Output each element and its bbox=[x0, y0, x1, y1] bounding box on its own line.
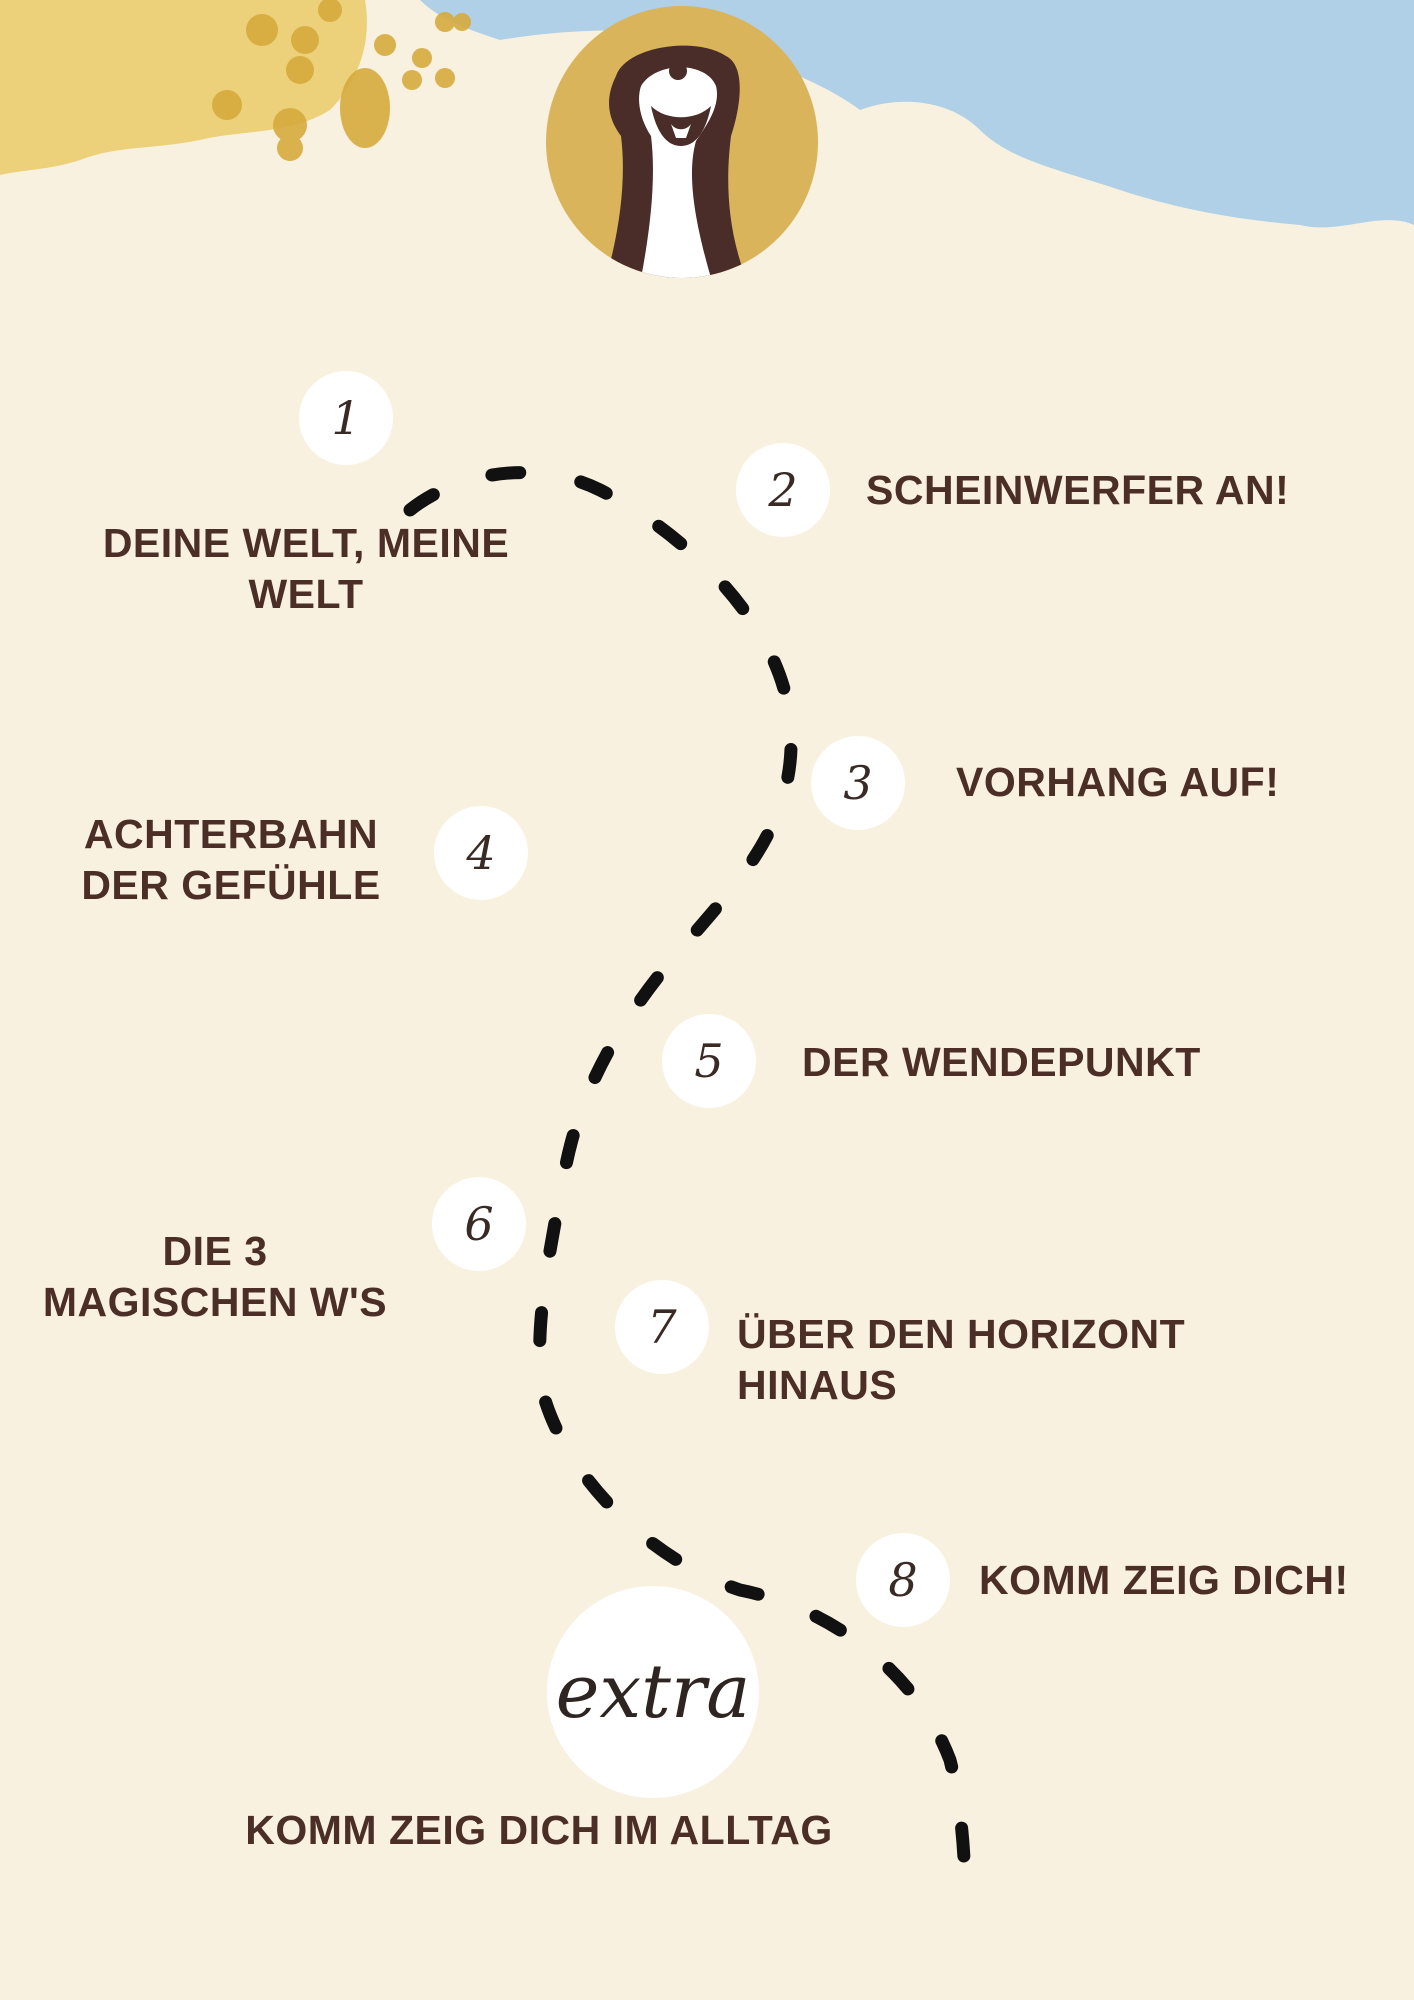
meerkat-logo-icon bbox=[606, 45, 746, 278]
extra-badge: extra bbox=[547, 1586, 759, 1798]
step-4-number: 4 bbox=[434, 806, 528, 900]
extra-label: KOMM ZEIG DICH IM ALLTAG bbox=[245, 1807, 833, 1853]
dashed-path bbox=[403, 466, 972, 1907]
step-8-label: KOMM ZEIG DICH! bbox=[979, 1557, 1349, 1603]
step-8-number: 8 bbox=[856, 1533, 950, 1627]
sun-dots bbox=[212, 0, 471, 161]
step-3-number: 3 bbox=[811, 736, 905, 830]
step-2-label: SCHEINWERFER AN! bbox=[866, 467, 1290, 513]
step-2-number: 2 bbox=[736, 443, 830, 537]
step-3-label: VORHANG AUF! bbox=[956, 759, 1280, 805]
step-5-label: DER WENDEPUNKT bbox=[802, 1039, 1201, 1085]
step-1-number: 1 bbox=[299, 371, 393, 465]
step-7-number: 7 bbox=[615, 1280, 709, 1374]
sun-watercolor bbox=[0, 0, 367, 175]
logo bbox=[546, 6, 818, 278]
sky-watercolor bbox=[420, 0, 1414, 228]
step-6-number: 6 bbox=[432, 1177, 526, 1271]
step-5-number: 5 bbox=[662, 1014, 756, 1108]
